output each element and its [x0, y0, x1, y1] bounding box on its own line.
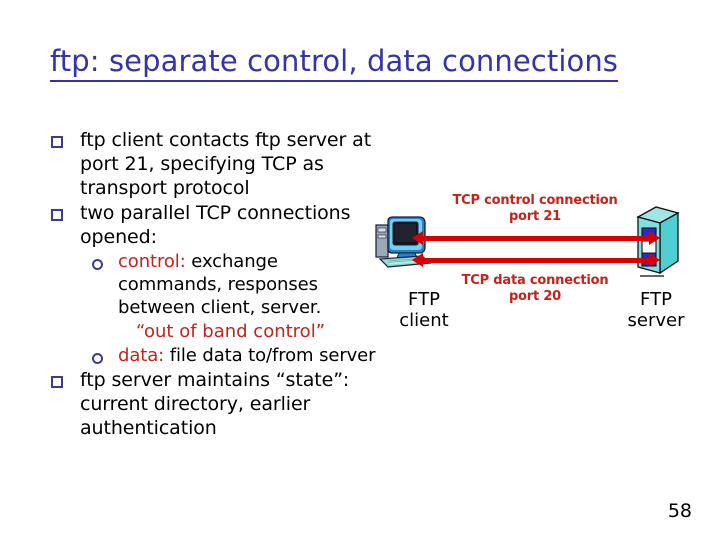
- tcp-data-connection-label: TCP data connection port 20: [430, 273, 640, 305]
- ftp-client-label-line2: client: [399, 310, 449, 331]
- list-item-rest: file data to/from server: [164, 345, 376, 366]
- square-bullet-icon: [51, 376, 63, 388]
- ftp-server-label: FTP server: [602, 289, 710, 331]
- list-item-quote: “out of band control”: [48, 320, 378, 343]
- ftp-server-label-line1: FTP: [640, 289, 672, 310]
- square-bullet-icon: [51, 136, 63, 148]
- out-of-band-control-text: “out of band control”: [136, 321, 326, 342]
- page-number: 58: [667, 500, 692, 522]
- list-item-highlight: data:: [118, 345, 165, 366]
- page-title: ftp: separate control, data connections: [50, 44, 670, 82]
- arrow-head-left-icon: [412, 231, 423, 245]
- arrow-head-right-icon: [649, 253, 660, 267]
- ftp-client-label: FTP client: [370, 289, 478, 331]
- circle-bullet-icon: [92, 259, 103, 270]
- tcp-control-connection-label: TCP control connection port 21: [430, 193, 640, 225]
- list-item: ftp server maintains “state”: current di…: [48, 368, 378, 440]
- list-item-label: ftp client contacts ftp server at port 2…: [80, 129, 372, 199]
- tcp-control-connection-line2: port 21: [508, 209, 562, 224]
- tcp-data-connection-line2: port 20: [508, 289, 562, 304]
- tcp-control-connection-arrow: [412, 231, 660, 245]
- list-item-label: two parallel TCP connections opened:: [80, 202, 351, 248]
- arrow-shaft: [421, 258, 651, 263]
- list-item: control: exchange commands, responses be…: [48, 250, 378, 319]
- arrow-head-right-icon: [649, 231, 660, 245]
- tcp-data-connection-arrow: [412, 253, 660, 267]
- list-item: ftp client contacts ftp server at port 2…: [48, 128, 378, 200]
- square-bullet-icon: [51, 209, 63, 221]
- list-item: two parallel TCP connections opened:: [48, 201, 378, 249]
- bullet-list: ftp client contacts ftp server at port 2…: [48, 128, 378, 441]
- list-item-rest: exchange commands, responses between cli…: [118, 251, 322, 318]
- ftp-client-label-line1: FTP: [408, 289, 440, 310]
- list-item-highlight: control:: [118, 251, 186, 272]
- circle-bullet-icon: [92, 353, 103, 364]
- ftp-connection-diagram: TCP control connection port 21 TCP data …: [370, 185, 710, 340]
- arrow-head-left-icon: [412, 253, 423, 267]
- ftp-server-label-line2: server: [627, 310, 685, 331]
- page-title-text: ftp: separate control, data connections: [50, 44, 619, 82]
- list-item-label: data: file data to/from server: [118, 344, 378, 367]
- list-item: data: file data to/from server: [48, 344, 378, 367]
- list-item-label: control: exchange commands, responses be…: [118, 250, 378, 319]
- arrow-shaft: [421, 236, 651, 241]
- list-item-label: ftp server maintains “state”: current di…: [80, 369, 350, 439]
- tcp-data-connection-line1: TCP data connection: [461, 273, 609, 288]
- tcp-control-connection-line1: TCP control connection: [452, 193, 618, 208]
